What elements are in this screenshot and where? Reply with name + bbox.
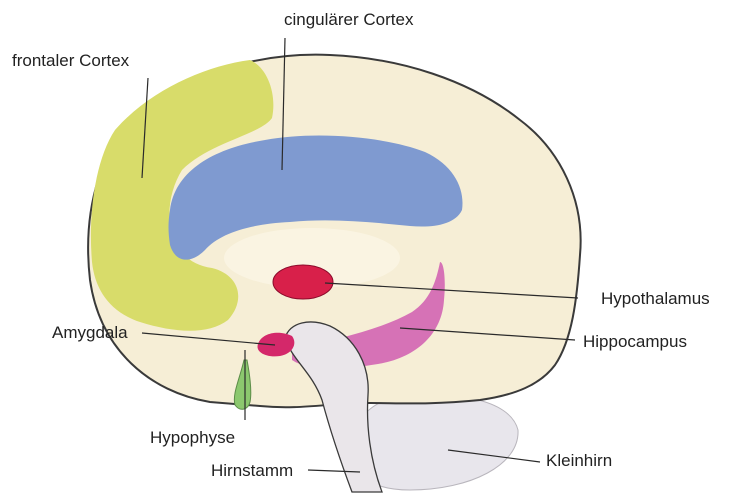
- label-brainstem: Hirnstamm: [211, 461, 293, 480]
- hypothalamus-region: [273, 265, 333, 299]
- label-cingulate-cortex: cingulärer Cortex: [284, 10, 414, 29]
- label-hippocampus: Hippocampus: [583, 332, 687, 351]
- label-hypophysis: Hypophyse: [150, 428, 235, 447]
- label-cerebellum: Kleinhirn: [546, 451, 612, 470]
- label-amygdala: Amygdala: [52, 323, 128, 342]
- label-hypothalamus: Hypothalamus: [601, 289, 710, 308]
- label-frontal-cortex: frontaler Cortex: [12, 51, 130, 70]
